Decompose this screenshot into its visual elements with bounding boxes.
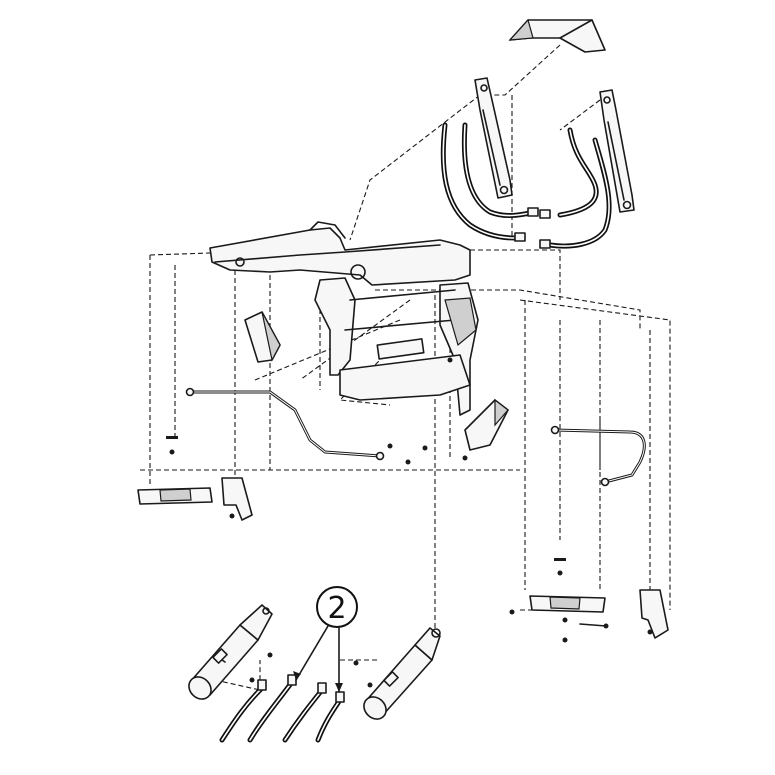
lower-hydraulic-hoses xyxy=(219,674,345,743)
callout-2: 2 xyxy=(293,586,358,693)
left-steel-hydraulic-line xyxy=(185,387,385,461)
callout-2-label: 2 xyxy=(327,591,346,626)
right-lift-cylinder-bracket xyxy=(599,89,635,213)
right-frame-support xyxy=(529,589,669,639)
bucket-guard xyxy=(508,18,606,53)
frame-gusset-left xyxy=(244,311,281,363)
right-steel-hydraulic-line xyxy=(550,425,646,487)
left-lift-cylinder-bracket xyxy=(474,77,513,199)
hardware-fasteners xyxy=(166,357,653,688)
loader-mount-frame xyxy=(209,221,479,416)
right-lift-cylinder xyxy=(363,627,441,720)
left-lift-cylinder xyxy=(188,604,273,700)
upper-hydraulic-hoses xyxy=(440,122,612,249)
left-frame-support xyxy=(137,477,253,521)
frame-gusset-right xyxy=(464,398,509,451)
